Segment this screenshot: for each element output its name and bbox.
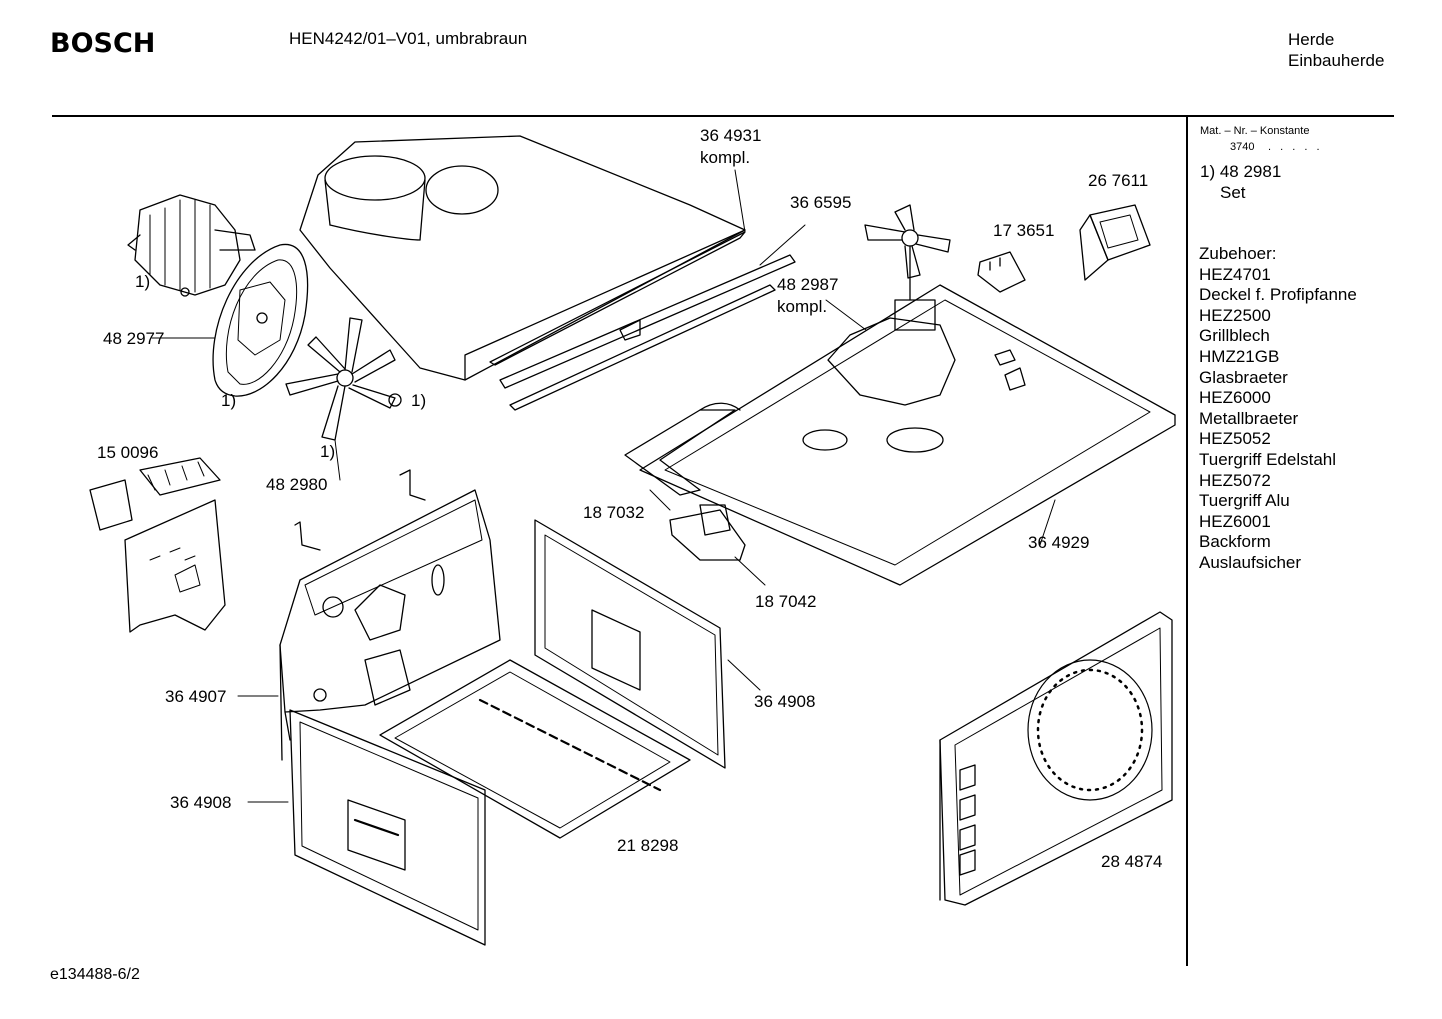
fan-wheel [285, 317, 402, 441]
back-plate [212, 243, 309, 397]
part-label-187042: 18 7042 [755, 592, 817, 611]
part-label-kompl-fan: kompl. [777, 297, 828, 316]
part-label-366595: 36 6595 [790, 193, 852, 212]
footnote-set: 1) 48 2981 Set [1200, 161, 1281, 203]
lamp-holder [669, 504, 746, 561]
part-label-173651: 17 3651 [993, 221, 1055, 240]
mounting-bracket [124, 499, 226, 633]
footnote-line-1: 1) 48 2981 [1200, 162, 1282, 181]
mat-number-header: Mat. – Nr. – Konstante [1200, 125, 1310, 137]
accessory-item: Tuergriff Edelstahl [1199, 449, 1337, 469]
accessory-item: Backform [1199, 532, 1271, 552]
part-label-187032: 18 7032 [583, 503, 645, 522]
part-label-218298: 21 8298 [617, 836, 679, 855]
model-title: HEN4242/01–V01, umbrabraun [289, 29, 528, 48]
accessory-item: Grillblech [1199, 326, 1270, 346]
cooling-fan [864, 204, 951, 331]
oven-back-wall [279, 489, 501, 761]
accessory-item: Metallbraeter [1199, 408, 1299, 428]
footnote-marker-motor: 1) [135, 272, 151, 291]
accessory-item: HEZ5072 [1199, 470, 1271, 490]
oven-side-wall-right [534, 519, 726, 769]
footnote-marker-fan: 1) [320, 442, 336, 461]
oven-top-panel [639, 284, 1176, 586]
part-label-482977: 48 2977 [103, 329, 165, 348]
clips [294, 469, 426, 551]
category-line-1: Herde [1288, 30, 1335, 49]
oven-floor [379, 659, 691, 839]
part-label-482987: 48 2987 [777, 275, 839, 294]
accessory-item: Deckel f. Profipfanne [1199, 285, 1357, 305]
accessory-item: HEZ6001 [1199, 511, 1271, 531]
exploded-parts-diagram [89, 135, 1176, 946]
thermostat-switch [977, 251, 1026, 293]
transformer [1079, 204, 1151, 281]
mat-number-dots: . . . . . [1268, 141, 1323, 153]
accessory-item: HEZ5052 [1199, 429, 1271, 449]
accessory-item: HEZ4701 [1199, 264, 1271, 284]
terminal-block [89, 457, 221, 531]
footnote-marker-nut: 1) [411, 391, 427, 410]
fan-motor [127, 194, 256, 297]
sidebar-divider [1186, 116, 1188, 966]
accessories-title: Zubehoer: [1199, 244, 1277, 263]
part-label-284874: 28 4874 [1101, 852, 1163, 871]
part-label-364907: 36 4907 [165, 687, 227, 706]
footnote-line-2: Set [1220, 183, 1246, 202]
oven-door-inner [939, 611, 1173, 906]
oven-gasket [624, 402, 741, 496]
category-block: Herde Einbauherde [1288, 29, 1384, 71]
accessory-item: HEZ2500 [1199, 305, 1271, 325]
oven-side-wall-left [289, 709, 486, 946]
part-label-kompl-cover: kompl. [700, 148, 751, 167]
leader-lines [151, 169, 1056, 803]
part-label-150096: 15 0096 [97, 443, 159, 462]
header-divider [52, 115, 1394, 117]
accessory-item: Tuergriff Alu [1199, 491, 1290, 511]
accessory-item: Auslaufsicher [1199, 552, 1302, 572]
part-label-267611: 26 7611 [1088, 171, 1149, 190]
top-cover [299, 135, 796, 411]
mat-number-value: 3740 [1230, 141, 1255, 153]
part-label-364929: 36 4929 [1028, 533, 1090, 552]
accessory-item: Glasbraeter [1199, 367, 1288, 387]
part-label-364908-right: 36 4908 [754, 692, 816, 711]
accessory-item: HEZ6000 [1199, 388, 1271, 408]
part-label-364931: 36 4931 [700, 126, 762, 145]
category-line-2: Einbauherde [1288, 51, 1385, 70]
accessory-item: HMZ21GB [1199, 346, 1280, 366]
diagram-code: e134488-6/2 [50, 966, 140, 983]
part-label-482980: 48 2980 [266, 475, 328, 494]
part-label-364908-left: 36 4908 [170, 793, 232, 812]
footnote-marker-plate: 1) [221, 391, 237, 410]
bosch-logo: BOSCH [50, 28, 156, 59]
